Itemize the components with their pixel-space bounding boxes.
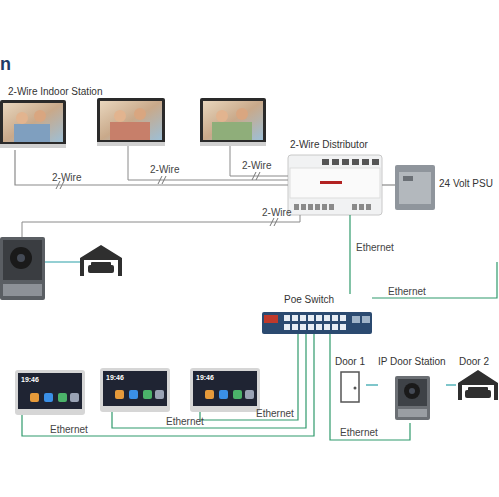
garage-icon [458,370,498,400]
indoor-monitor [200,98,266,146]
ethernet-line [22,262,497,436]
ip-monitor [100,368,170,412]
connector-line [15,150,288,185]
device-label: Door 1 [335,356,365,368]
connector-line [349,215,350,294]
diagram-title: n [0,54,11,75]
device-label: IP Door Station [378,356,446,368]
device-node: Door 2 [456,356,499,402]
wire-label: Ethernet [256,408,294,420]
wire [45,261,80,262]
two-wire-line [22,146,300,237]
screen-time: 19:46 [106,374,124,382]
door-station [0,237,45,300]
device-node: IP Door Station [378,356,446,423]
wire-label: 2-Wire [150,164,179,176]
distributor-unit [288,155,382,215]
poe-switch [262,312,372,334]
device-label: 2-Wire Indoor Station [8,86,103,98]
device-node: 24 Volt PSU [395,165,499,210]
connector-label: Ethernet [356,242,394,254]
connector-line [446,384,456,385]
wire-label: Ethernet [166,416,204,428]
indoor-monitor [0,100,66,148]
device-label: 24 Volt PSU [439,178,493,190]
ip-door-station [395,376,430,420]
screen-time: 19:46 [196,374,214,382]
connector-line [382,184,395,185]
connector-label: 2-Wire [52,172,81,184]
ip-monitor [15,370,85,415]
screen-time: 19:46 [21,376,39,384]
connector-line [330,334,410,440]
door-icon [341,372,359,402]
wire-label: Ethernet [50,424,88,436]
device-node: 2-Wire Distributor [288,139,382,215]
psu-unit [395,165,435,210]
garage-icon [80,245,122,276]
ip-monitor [190,368,260,412]
device-label: Poe Switch [284,294,334,306]
wire-label: 2-Wire [242,160,271,172]
wire-slash [56,172,278,226]
wire-label: Ethernet [388,286,426,298]
device-node: Door 1 [334,356,366,404]
device-label: Door 2 [459,356,489,368]
wire-label: 2-Wire [262,207,291,219]
device-label: 2-Wire Distributor [290,139,368,151]
indoor-monitor [97,98,165,146]
device-node: Poe Switch [262,294,372,334]
connector-line [366,384,378,385]
connector-label: Ethernet [340,427,378,439]
device-node: 2-Wire Indoor Station [0,86,150,150]
